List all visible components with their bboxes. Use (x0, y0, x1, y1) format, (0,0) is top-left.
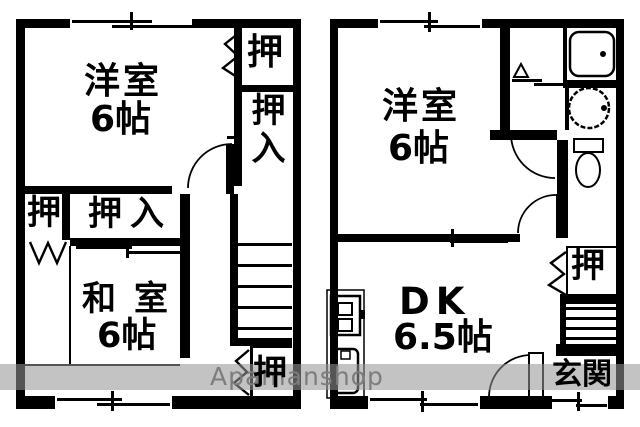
right-door-arc-washroom (510, 133, 556, 179)
bathtub-icon (568, 30, 616, 78)
right-staircase (566, 307, 616, 340)
left-plan-walls (16, 19, 301, 409)
watermark-band (0, 364, 640, 390)
left-window-bottom-icon (57, 391, 170, 411)
left-bifold-mid-left-icon (28, 240, 68, 266)
right-closet-label: 押 (571, 246, 605, 286)
right-western-room-label: 洋室 (382, 86, 461, 127)
left-japanese-room-size: 6帖 (97, 316, 157, 356)
left-closet-mid-left-label: 押 (27, 193, 61, 233)
dk-room-size: 6.5帖 (393, 317, 493, 358)
left-western-room-label: 洋室 (84, 61, 163, 102)
left-closet-bottom-right-label: 押 (253, 353, 287, 393)
watermark-text: Apamanshop (210, 362, 384, 391)
entrance-label: 玄関 (552, 357, 612, 392)
toilet-icon (573, 138, 604, 188)
right-window-bottom-icon (370, 391, 478, 412)
washbasin-icon (567, 86, 611, 130)
left-bifold-top-right-icon (220, 31, 241, 81)
left-closet-mid-label: 押入 (88, 194, 172, 234)
washroom-door-triangle-icon (512, 61, 530, 78)
right-door-arc-hall (517, 194, 557, 234)
right-bifold-closet-icon (546, 251, 567, 297)
dk-room-label: DK (399, 280, 471, 323)
washroom-sliding-door-icon (512, 79, 563, 86)
right-sliding-door-icon (398, 229, 508, 247)
right-western-room-size: 6帖 (388, 128, 450, 169)
left-closet-right-label: 押入 (245, 92, 285, 168)
left-fusuma-icon (76, 136, 242, 258)
kitchen-counter-icon (326, 289, 365, 399)
entrance-door-icon (552, 392, 607, 411)
left-door-arc (187, 143, 233, 189)
left-western-room-size: 6帖 (90, 99, 152, 140)
left-window-top-icon (72, 12, 192, 30)
right-plan-walls (330, 19, 624, 409)
left-closet-top-right-label: 押 (247, 32, 284, 73)
right-window-top-icon (380, 12, 480, 32)
left-staircase (238, 243, 292, 330)
stove-icon (329, 294, 365, 337)
left-japanese-room-label: 和室 (82, 279, 186, 319)
